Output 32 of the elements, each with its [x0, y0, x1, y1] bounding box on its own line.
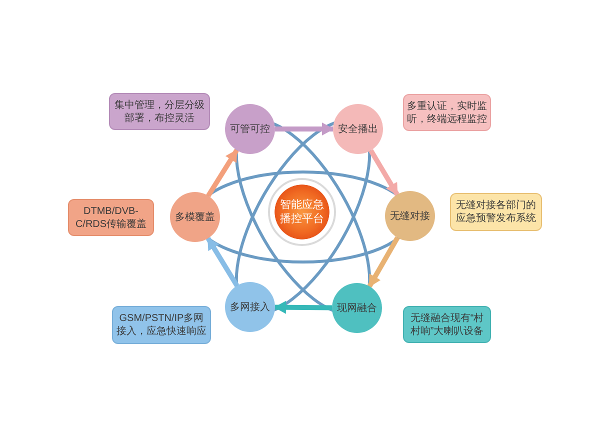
feature-label: 多模覆盖 [175, 210, 215, 224]
feature-label: 多网接入 [230, 300, 270, 314]
description-text: GSM/PSTN/IP多网接入，应急快速响应 [116, 312, 207, 338]
description-text: 多重认证，实时监听，终端远程监控 [407, 100, 487, 126]
platform-circle [268, 178, 336, 246]
feature-label: 现网融合 [337, 302, 377, 314]
description-text: DTMB/DVB-C/RDS传输覆盖 [74, 204, 148, 230]
description-text: 无缝对接各部门的应急预警发布系统 [455, 199, 537, 225]
feature-circle [170, 192, 220, 242]
description-box [403, 306, 491, 343]
feature-circle [385, 191, 435, 241]
feature-label: 无缝对接 [390, 210, 430, 222]
arrow [275, 122, 334, 136]
description-box [403, 94, 491, 131]
feature-circle [332, 283, 382, 333]
description-box [450, 193, 542, 231]
description-box [68, 199, 154, 236]
arrow [206, 148, 239, 198]
feature-circle [225, 104, 275, 154]
feature-circle [333, 104, 383, 154]
arrow [206, 237, 240, 287]
description-text: 集中管理，分层分级部署，布控灵活 [114, 98, 206, 124]
platform-label: 智能应急播控平台 [278, 198, 325, 226]
feature-label: 可管可控 [230, 122, 270, 136]
description-box [112, 306, 211, 344]
arrow [368, 149, 400, 196]
arrow [274, 300, 332, 314]
feature-circle [225, 282, 275, 332]
feature-label: 安全播出 [338, 122, 378, 136]
description-box [109, 93, 210, 130]
description-text: 无缝融合现有“村村响”大喇叭设备 [409, 312, 485, 338]
arrow [367, 236, 400, 288]
